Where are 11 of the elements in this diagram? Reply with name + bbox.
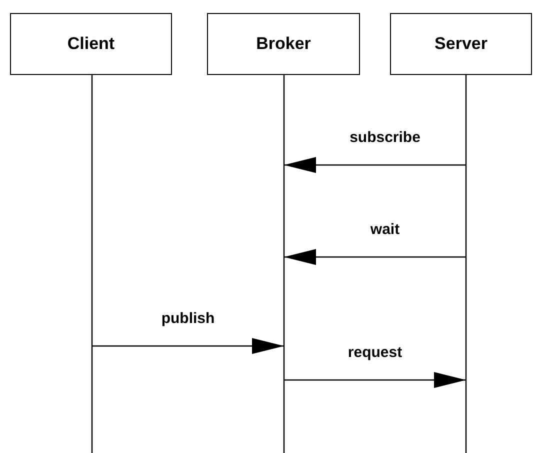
message-label: subscribe	[350, 129, 420, 146]
message-arrow	[284, 157, 466, 173]
message-label: wait	[370, 221, 400, 238]
message-arrow	[92, 338, 284, 354]
message-label: publish	[161, 310, 215, 327]
message-arrow	[284, 249, 466, 265]
participant-box: Server	[390, 13, 532, 75]
participant-box: Broker	[207, 13, 360, 75]
participant-box: Client	[10, 13, 172, 75]
message-arrow	[284, 372, 466, 388]
message-label: request	[348, 344, 402, 361]
